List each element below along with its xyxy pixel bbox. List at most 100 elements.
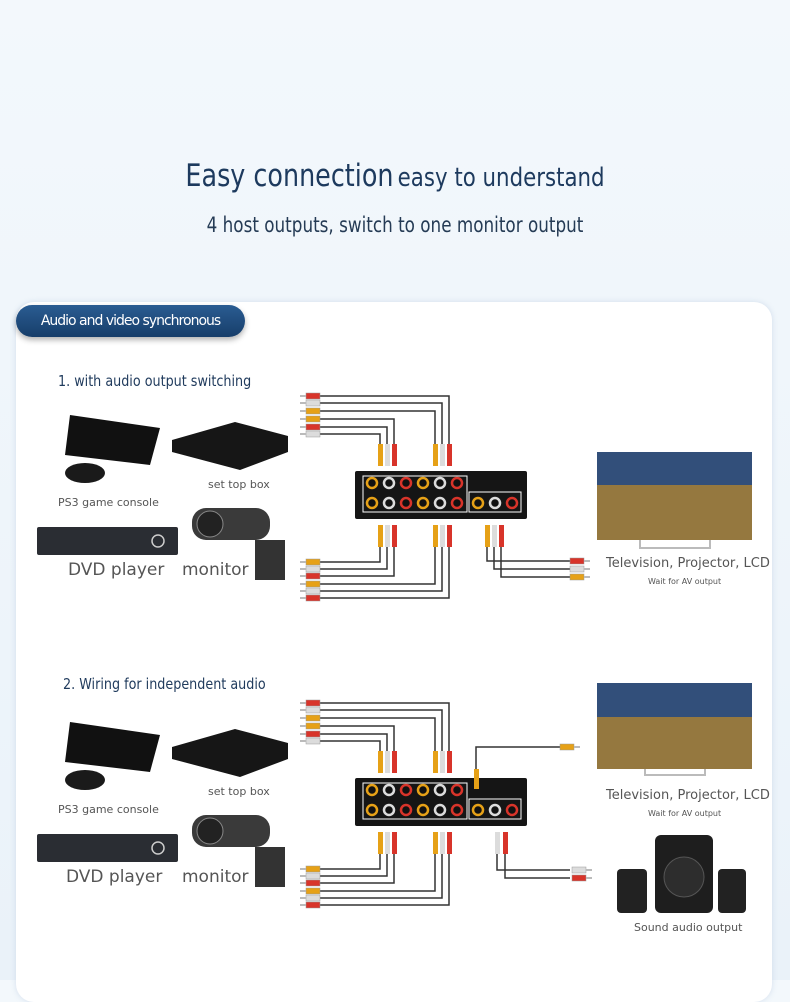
rca-plug xyxy=(385,444,390,466)
rca-plug xyxy=(305,730,321,738)
cable xyxy=(320,842,450,906)
tv-label: Television, Projector, LCD xyxy=(606,788,770,803)
rca-plug xyxy=(569,565,585,573)
rca-jack xyxy=(399,496,413,510)
ps3-controller xyxy=(65,770,105,790)
rca-jack xyxy=(505,803,519,817)
rca-jack xyxy=(450,783,464,797)
rca-plug xyxy=(433,444,438,466)
cable xyxy=(320,535,436,585)
rca-pin xyxy=(574,746,580,748)
rca-pin xyxy=(300,410,306,412)
cable xyxy=(320,842,395,884)
rca-plug xyxy=(378,751,383,773)
rca-jack xyxy=(416,783,430,797)
av-switch-box xyxy=(355,471,527,519)
cable xyxy=(320,535,395,577)
rca-pin xyxy=(300,890,306,892)
rca-jack xyxy=(416,476,430,490)
rca-plug xyxy=(474,769,479,789)
rca-pin xyxy=(584,576,590,578)
rca-plug xyxy=(559,743,575,751)
rca-plug xyxy=(305,699,321,707)
cable xyxy=(320,433,381,455)
cable xyxy=(320,842,388,877)
rca-pin xyxy=(300,733,306,735)
monitor-label: monitor xyxy=(182,560,249,580)
rca-plug xyxy=(305,901,321,909)
rca-plug xyxy=(392,444,397,466)
rca-plug xyxy=(485,525,490,547)
rca-pin xyxy=(586,869,592,871)
dvd-label: DVD player xyxy=(66,867,163,887)
rca-jack xyxy=(399,476,413,490)
rca-pin xyxy=(300,418,306,420)
monitor-label: monitor xyxy=(182,867,249,887)
rca-pin xyxy=(586,877,592,879)
cable xyxy=(320,418,395,455)
rca-plug xyxy=(385,751,390,773)
rca-jack xyxy=(382,496,396,510)
rca-jack xyxy=(488,496,502,510)
set-top-box xyxy=(172,729,288,777)
rca-pin xyxy=(300,583,306,585)
tv-note: Wait for AV output xyxy=(648,577,722,586)
rca-pin xyxy=(300,717,306,719)
section-title: 1. with audio output switching xyxy=(58,372,252,390)
rca-plug xyxy=(440,444,445,466)
rca-plug xyxy=(492,525,497,547)
set-top-box xyxy=(172,422,288,470)
rca-plug xyxy=(305,722,321,730)
tv-label: Television, Projector, LCD xyxy=(606,556,770,571)
rca-plug xyxy=(433,525,438,547)
rca-jack xyxy=(365,496,379,510)
section-independent-audio: 2. Wiring for independent audio PS3 game… xyxy=(0,675,790,977)
dvd-player xyxy=(37,527,178,555)
input-panel xyxy=(362,782,468,820)
cable xyxy=(320,842,436,892)
rca-jack xyxy=(450,803,464,817)
rca-pin xyxy=(300,702,306,704)
rca-plug xyxy=(378,832,383,854)
tv-stand xyxy=(639,540,711,549)
subwoofer-cone xyxy=(663,856,705,898)
satellite-speaker xyxy=(718,869,746,913)
rca-plug xyxy=(305,392,321,400)
rca-plug xyxy=(305,714,321,722)
rca-pin xyxy=(300,575,306,577)
tv-note: Wait for AV output xyxy=(648,809,722,818)
rca-jack xyxy=(399,803,413,817)
rca-plug xyxy=(392,751,397,773)
wiring-diagram xyxy=(37,392,752,602)
rca-plug xyxy=(499,525,504,547)
rca-jack xyxy=(433,496,447,510)
cable xyxy=(320,395,450,455)
section-audio-switching: 1. with audio output switching PS3 game … xyxy=(0,370,790,670)
output-cable xyxy=(493,535,570,570)
stb-label: set top box xyxy=(208,785,270,798)
rca-pin xyxy=(300,709,306,711)
cable xyxy=(320,535,388,570)
rca-plug xyxy=(440,525,445,547)
rca-jack xyxy=(365,803,379,817)
rca-pin xyxy=(300,568,306,570)
cable xyxy=(320,709,443,762)
output-panel xyxy=(468,491,522,513)
rca-pin xyxy=(584,568,590,570)
section-badge: Audio and video synchronous switching xyxy=(16,305,245,361)
av-switch-box xyxy=(355,778,527,826)
cable xyxy=(320,842,381,870)
camera-lens xyxy=(196,510,224,538)
camera-mount xyxy=(255,540,285,580)
rca-pin xyxy=(300,426,306,428)
rca-plug xyxy=(378,525,383,547)
rca-jack xyxy=(365,476,379,490)
rca-plug xyxy=(433,832,438,854)
rca-jack xyxy=(450,476,464,490)
rca-jack xyxy=(365,783,379,797)
output-panel xyxy=(468,798,522,820)
tv-city-image xyxy=(597,717,752,769)
cable xyxy=(320,426,388,455)
rca-pin xyxy=(300,590,306,592)
rca-pin xyxy=(300,882,306,884)
